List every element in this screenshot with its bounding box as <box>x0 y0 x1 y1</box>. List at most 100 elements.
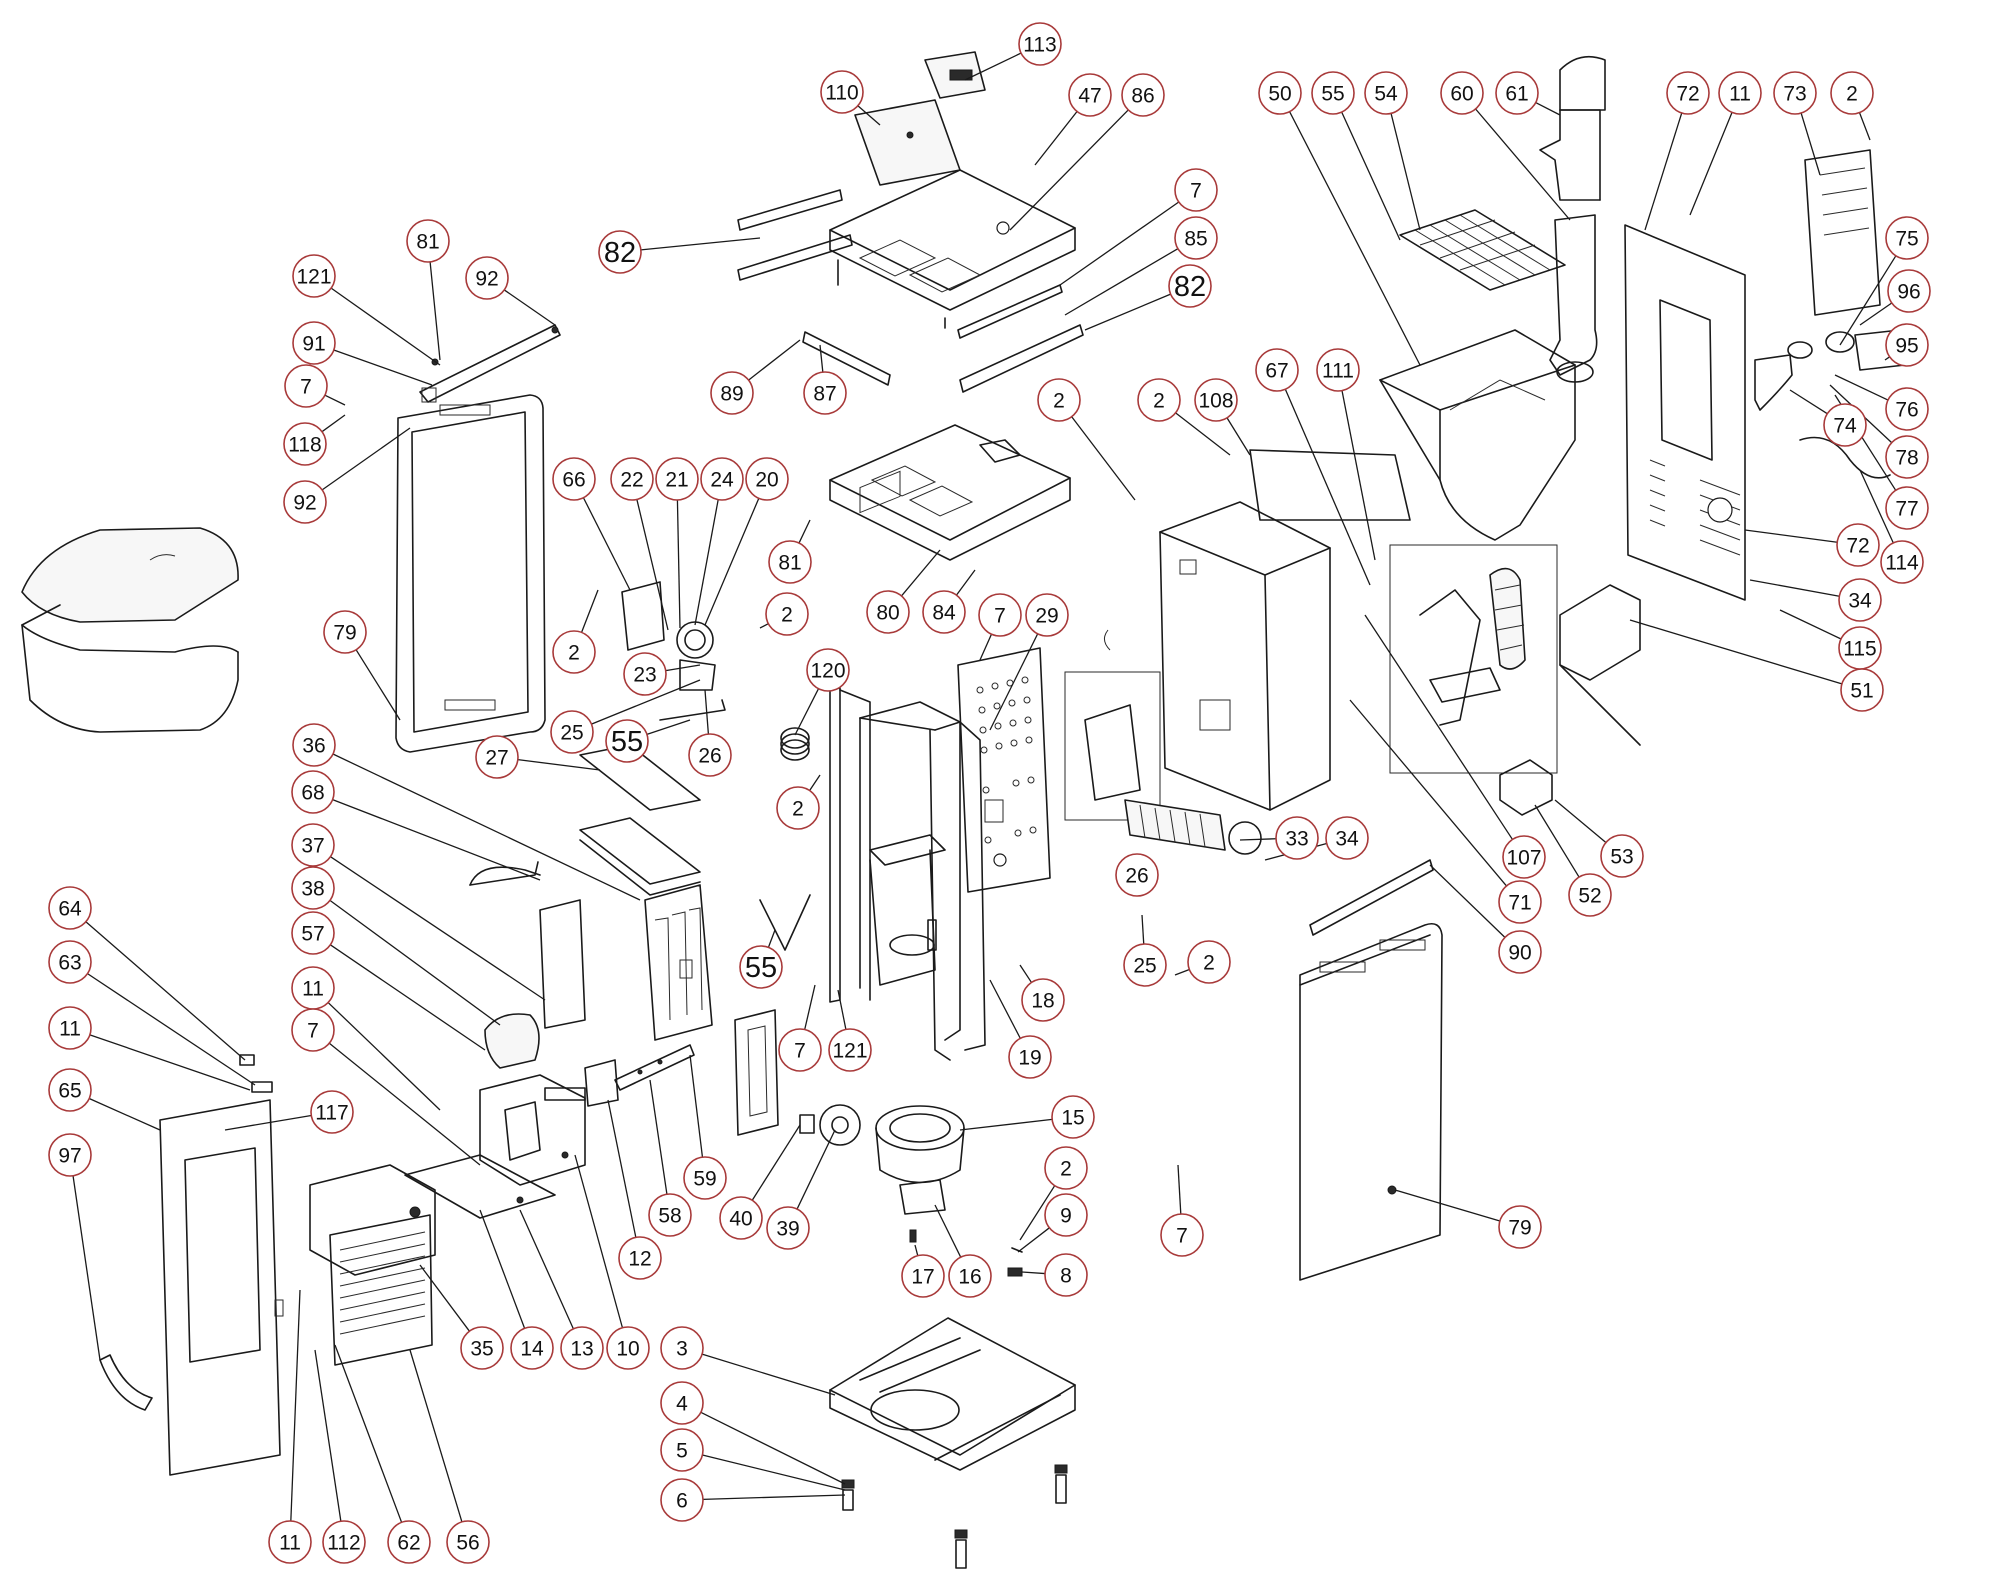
callout-number: 34 <box>1335 828 1359 851</box>
callout-c2a: 2 <box>765 592 809 636</box>
air-duct-73 <box>1804 149 1881 316</box>
callout-number: 2 <box>1053 390 1065 413</box>
callout-c86: 86 <box>1121 73 1165 117</box>
callout-circle <box>598 230 642 274</box>
callout-c76: 76 <box>1885 387 1929 431</box>
callout-c72b: 72 <box>1836 523 1880 567</box>
callout-circle <box>778 1028 822 1072</box>
callout-number: 9 <box>1060 1205 1072 1228</box>
callout-c63: 63 <box>48 940 92 984</box>
left-side-panel <box>395 394 546 753</box>
callout-circle <box>465 256 509 300</box>
callout-circle <box>1568 873 1612 917</box>
callout-number: 34 <box>1848 590 1872 613</box>
callout-circle <box>1880 540 1924 584</box>
callout-circle <box>606 1326 650 1370</box>
callout-c61: 61 <box>1495 71 1539 115</box>
leader-line-c61 <box>1535 101 1561 116</box>
leader-line-c9 <box>1017 1227 1050 1253</box>
callout-c2c: 2 <box>776 786 820 830</box>
leader-line-c55c <box>1341 111 1401 241</box>
callout-circle <box>1887 269 1931 313</box>
callout-number: 29 <box>1035 605 1058 628</box>
callout-c74: 74 <box>1823 403 1867 447</box>
callout-c81a: 81 <box>406 219 450 263</box>
callout-c85: 85 <box>1174 216 1218 260</box>
leader-line-c117 <box>224 1114 312 1131</box>
callout-number: 37 <box>301 835 324 858</box>
callout-number: 92 <box>475 268 498 291</box>
callout-circle <box>776 786 820 830</box>
leader-line-c121b <box>837 989 847 1030</box>
callout-circle <box>291 866 335 910</box>
callout-circle <box>48 940 92 984</box>
leader-line-c72a <box>1644 112 1683 231</box>
leader-line-c82b <box>1084 293 1171 331</box>
callout-number: 21 <box>665 469 688 492</box>
callout-number: 7 <box>1176 1225 1188 1248</box>
leader-line-c115 <box>1779 609 1842 640</box>
leader-line-c2e <box>1071 416 1136 501</box>
spring-120 <box>780 727 810 761</box>
control-board-110 <box>854 99 961 186</box>
callout-number: 51 <box>1850 680 1873 703</box>
callout-circle <box>1885 486 1929 530</box>
callout-number: 71 <box>1508 892 1531 915</box>
leader-line-c55a <box>646 719 691 735</box>
leader-line-c58 <box>649 1079 668 1195</box>
callout-c80: 80 <box>866 590 910 634</box>
callout-circle <box>1115 853 1159 897</box>
callout-circle <box>48 1133 92 1177</box>
ash-trays-27 <box>579 744 701 896</box>
inner-panel-37 <box>469 866 586 1029</box>
callout-c75: 75 <box>1885 216 1929 260</box>
callout-c71: 71 <box>1498 880 1542 924</box>
callout-number: 35 <box>470 1338 493 1361</box>
callout-c20: 20 <box>745 457 789 501</box>
callout-circle <box>660 1478 704 1522</box>
callout-c65: 65 <box>48 1068 92 1112</box>
callout-c90: 90 <box>1498 930 1542 974</box>
rod-68 <box>469 861 539 886</box>
leader-line-c64 <box>85 921 246 1061</box>
callout-number: 81 <box>416 231 439 254</box>
callout-circle <box>765 592 809 636</box>
callout-circle <box>460 1326 504 1370</box>
leader-line-c16 <box>934 1204 962 1258</box>
leader-line-c22 <box>636 499 669 631</box>
leader-line-c4 <box>700 1411 846 1485</box>
callout-number: 95 <box>1895 335 1918 358</box>
callout-circle <box>1885 435 1929 479</box>
callout-c73: 73 <box>1773 71 1817 115</box>
back-heat-plate <box>957 647 1051 893</box>
callout-circle <box>1021 978 1065 1022</box>
callout-circle <box>1275 816 1319 860</box>
callout-c9: 9 <box>1044 1193 1088 1237</box>
callout-c55a: 55 <box>605 719 649 763</box>
callout-number: 107 <box>1506 847 1541 870</box>
callout-number: 66 <box>562 469 585 492</box>
leader-line-c74 <box>1789 389 1828 415</box>
callout-circle <box>1316 348 1360 392</box>
callout-circle <box>1830 71 1874 115</box>
callout-number: 2 <box>1153 390 1165 413</box>
callout-number: 11 <box>302 978 324 1001</box>
callout-number: 2 <box>781 604 793 627</box>
callout-circle <box>1008 1035 1052 1079</box>
callout-number: 75 <box>1895 228 1918 251</box>
callout-c2e: 2 <box>1037 378 1081 422</box>
upper-frame-tray <box>829 424 1071 561</box>
callout-c51: 51 <box>1840 668 1884 712</box>
callout-c2f: 2 <box>1137 378 1181 422</box>
callout-circle <box>292 321 336 365</box>
wire-55 <box>759 894 811 951</box>
leader-line-c84 <box>955 569 976 596</box>
flue-pipes <box>1539 55 1606 383</box>
callout-number: 36 <box>302 735 325 758</box>
bracket-90 <box>1309 859 1434 936</box>
callout-c26a: 26 <box>688 733 732 777</box>
leader-line-c60 <box>1475 108 1571 221</box>
callout-c47: 47 <box>1068 73 1112 117</box>
callout-number: 18 <box>1031 990 1054 1013</box>
callout-number: 96 <box>1897 281 1920 304</box>
